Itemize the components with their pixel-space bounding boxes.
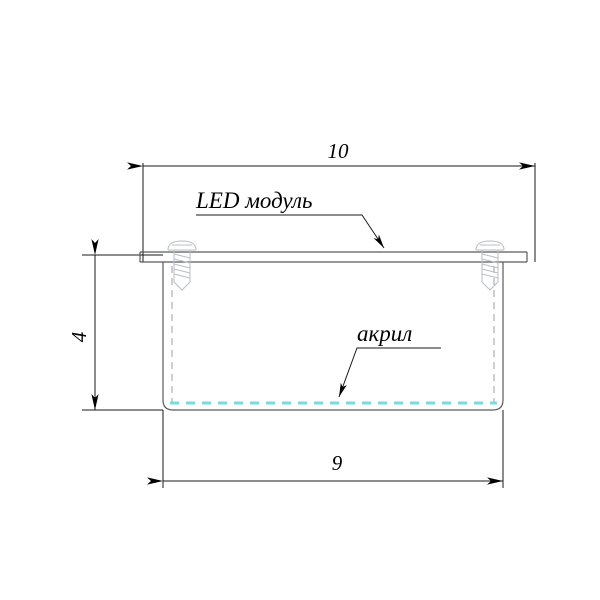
screw-right	[475, 240, 505, 291]
dimension-label-width-bottom: 9	[332, 451, 343, 475]
acrylic-outer-profile	[162, 262, 504, 411]
led-module-bar	[139, 251, 528, 263]
screw-right-threads	[481, 253, 499, 279]
annotation-acrylic-leader	[338, 347, 441, 398]
screw-left-threads	[173, 253, 191, 279]
screw-right-tip	[481, 281, 499, 291]
dimension-label-width-top: 10	[328, 139, 350, 163]
annotation-acrylic-label: акрил	[357, 321, 412, 346]
dimension-height-left: 4	[67, 239, 163, 411]
screw-left-head	[167, 240, 197, 251]
annotation-led-module-leader	[196, 214, 385, 249]
annotation-acrylic: акрил	[338, 321, 441, 398]
dimension-label-height-left: 4	[67, 331, 91, 342]
screw-left-tip	[173, 281, 191, 291]
dimension-width-bottom: 9	[147, 410, 504, 488]
dimension-width-top: 10	[127, 139, 536, 262]
screw-left	[167, 240, 197, 291]
annotation-led-module-label: LED модуль	[195, 188, 313, 213]
acrylic-box	[162, 262, 504, 411]
screw-right-head	[475, 240, 505, 251]
annotation-led-module: LED модуль	[195, 188, 385, 249]
